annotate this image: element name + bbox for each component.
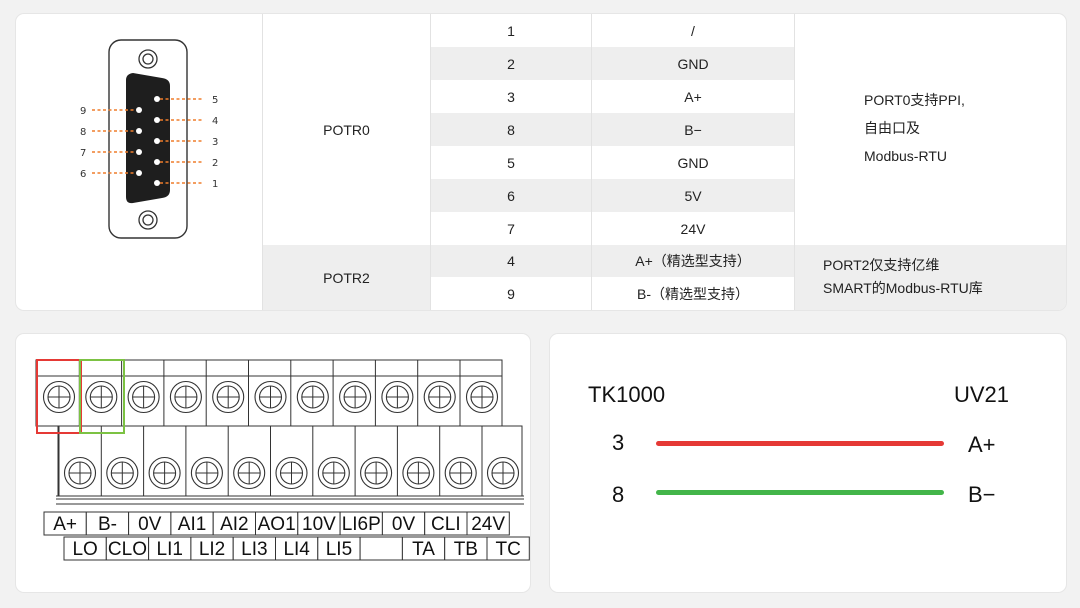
db9-pin-label: 7 [80,148,86,159]
terminal-label-bottom: TC [495,539,520,560]
screw-terminal-top [212,380,245,414]
note-line: PORT0支持PPI, [864,92,965,108]
screw-terminal-bottom [360,456,393,490]
screw-terminal-top [296,380,329,414]
pin-number-cell: 8 [431,113,591,146]
signal-cell: A+（精选型支持） [592,245,794,277]
left-device-label: TK1000 [588,382,666,407]
note-line: 自由口及 [864,120,920,136]
db9-pin-label: 8 [80,127,86,138]
signal-cell: / [691,22,695,39]
screw-terminal-bottom [275,456,308,490]
screw-terminal-top [85,380,118,414]
screw-terminal-top [169,380,202,414]
pin-number-cell: 2 [431,47,591,80]
screw-terminal-bottom [63,456,97,490]
terminal-block-card: A+ B- 0V AI1 AI2 AO1 10V LI6P 0V CLI 24V LO CLO LI1 L… [16,334,530,592]
screw-terminal-bottom [444,456,477,490]
screw-terminal-bottom [233,456,266,490]
pin-number-cell: 1 [507,22,515,39]
terminal-label-top: 24V [471,514,505,535]
screw-terminal-top [42,380,76,414]
screw-terminal-bottom [148,456,181,490]
terminal-label-top: AI2 [220,514,249,535]
port0-note: PORT0支持PPI, 自由口及 Modbus-RTU [864,86,965,170]
link-to-label: A+ [968,432,996,457]
terminal-label-top: LI6P [342,514,381,535]
pin-number-cell: 4 [431,245,591,277]
terminal-block-diagram: A+ B- 0V AI1 AI2 AO1 10V LI6P 0V CLI 24V LO CLO LI1 L… [35,359,530,561]
screw-terminal-top [381,380,414,414]
right-device-label: UV21 [954,382,1010,407]
terminal-label-top: 0V [392,514,416,535]
screw-terminal-bottom [317,456,350,490]
terminal-label-bottom: CLO [108,539,147,560]
pin-number-cell: 5 [507,154,515,171]
terminal-label-top: AI1 [178,514,207,535]
terminal-label-top: 10V [302,514,336,535]
terminal-label-bottom: LI3 [241,539,267,560]
pin-number-cell: 9 [507,285,515,302]
db9-pin-label: 3 [212,137,218,148]
screw-terminal-top [339,380,372,414]
screw-terminal-bottom [486,456,520,490]
screw-terminal-top [127,380,160,414]
db9-connector-diagram: 5 4 3 2 1 9 8 7 6 [80,39,218,239]
b-minus-highlight-box [79,359,125,434]
port2-name: POTR2 [263,245,430,310]
terminal-label-bottom: TA [412,539,435,560]
note-line: Modbus-RTU [864,148,947,164]
terminal-label-bottom: LI4 [283,539,310,560]
terminal-label-bottom: LI2 [199,539,225,560]
pin-number-cell: 7 [507,220,515,237]
signal-cell: A+ [684,88,702,105]
red-wire [656,441,944,446]
db9-pin-label: 6 [80,169,86,180]
terminal-label-bottom: LI5 [326,539,352,560]
db9-pin-label: 9 [80,106,86,117]
signal-cell: GND [592,47,794,80]
screw-terminal-top [465,380,499,414]
signal-cell: B− [592,113,794,146]
link-from-label: 8 [612,482,625,507]
db9-pin-label: 5 [212,95,218,106]
db9-pin-label: 2 [212,158,218,169]
screw-terminal-bottom [190,456,223,490]
terminal-label-top: AO1 [258,514,296,535]
terminal-label-bottom: LI1 [157,539,183,560]
screw-terminal-top [254,380,287,414]
wiring-card: TK1000 UV21 3 A+ 8 B− [550,334,1066,592]
screw-terminal-bottom [106,456,139,490]
link-to-label: B− [968,482,996,507]
port0-name: POTR0 [323,121,370,138]
port2-note: PORT2仅支持亿维 SMART的Modbus-RTU库 [823,254,983,300]
terminal-label-bottom: TB [454,539,478,560]
pinout-card: 5 4 3 2 1 9 8 7 6 POTR0 POTR2 1 2 3 8 5 … [16,14,1066,310]
db9-pin-label: 1 [212,179,218,190]
db9-pin-label: 4 [212,116,218,127]
green-wire [656,490,944,495]
terminal-label-top: CLI [431,514,461,535]
terminal-label-top: 0V [138,514,162,535]
signal-cell: B-（精选型支持） [637,285,749,302]
signal-cell: 5V [592,179,794,212]
pin-number-cell: 6 [431,179,591,212]
screw-terminal-top [423,380,456,414]
note-line: SMART的Modbus-RTU库 [823,280,983,296]
link-from-label: 3 [612,430,625,455]
terminal-label-top: A+ [53,514,77,535]
note-line: PORT2仅支持亿维 [823,257,940,273]
signal-cell: GND [677,154,709,171]
terminal-label-bottom: LO [72,539,97,560]
port2-note-bg [795,245,1066,310]
pin-number-cell: 3 [507,88,515,105]
screw-terminal-bottom [402,456,435,490]
terminal-label-top: B- [98,514,117,535]
signal-cell: 24V [680,220,706,237]
